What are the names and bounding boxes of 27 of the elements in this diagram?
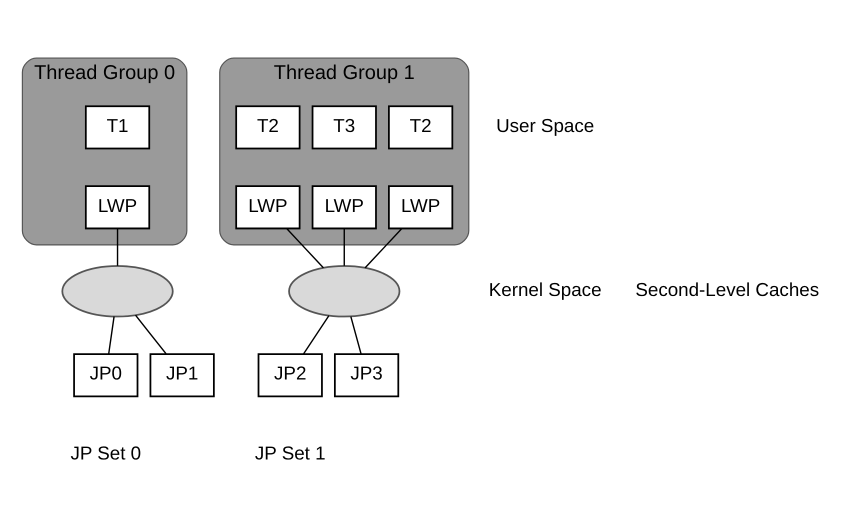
node-box: T1 <box>84 104 150 149</box>
connector <box>344 228 345 266</box>
node-box: JP1 <box>150 352 215 397</box>
node-box: JP2 <box>258 352 323 397</box>
connector <box>303 314 330 354</box>
connector <box>286 228 324 268</box>
node-ellipse <box>61 264 174 317</box>
label: JP Set 0 <box>70 442 142 464</box>
node-box: LWP <box>84 184 150 229</box>
node-box: JP3 <box>334 352 400 397</box>
node-box: T3 <box>312 104 377 149</box>
label: Second-Level Caches <box>635 278 820 300</box>
node-box: JP0 <box>73 352 138 397</box>
connector <box>134 314 167 354</box>
node-ellipse <box>288 264 400 317</box>
node-box: LWP <box>388 184 454 229</box>
node-box: LWP <box>235 184 300 229</box>
label: Kernel Space <box>488 278 602 300</box>
label: User Space <box>496 114 594 136</box>
connector <box>116 228 118 266</box>
connector <box>108 316 115 354</box>
connector <box>364 228 402 268</box>
node-box: T2 <box>388 104 454 149</box>
node-box: T2 <box>235 104 300 149</box>
connector <box>350 316 362 354</box>
label: JP Set 1 <box>254 442 326 464</box>
node-box: LWP <box>312 184 377 229</box>
